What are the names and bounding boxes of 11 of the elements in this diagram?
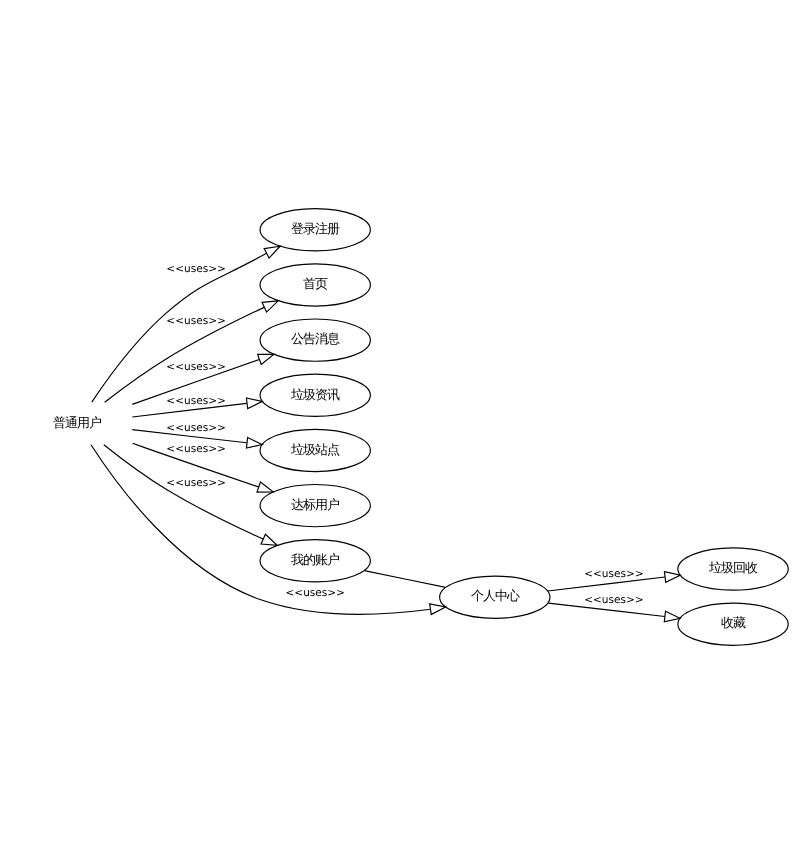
arrow [547, 601, 682, 622]
arrow [103, 443, 279, 546]
arrow [91, 244, 282, 402]
arrow [90, 443, 448, 615]
arrow [131, 441, 275, 492]
arrow [104, 299, 280, 402]
arrow [131, 428, 264, 448]
connector [363, 569, 447, 587]
arrow [547, 569, 682, 591]
arrow [131, 352, 276, 404]
arrow [131, 396, 264, 417]
